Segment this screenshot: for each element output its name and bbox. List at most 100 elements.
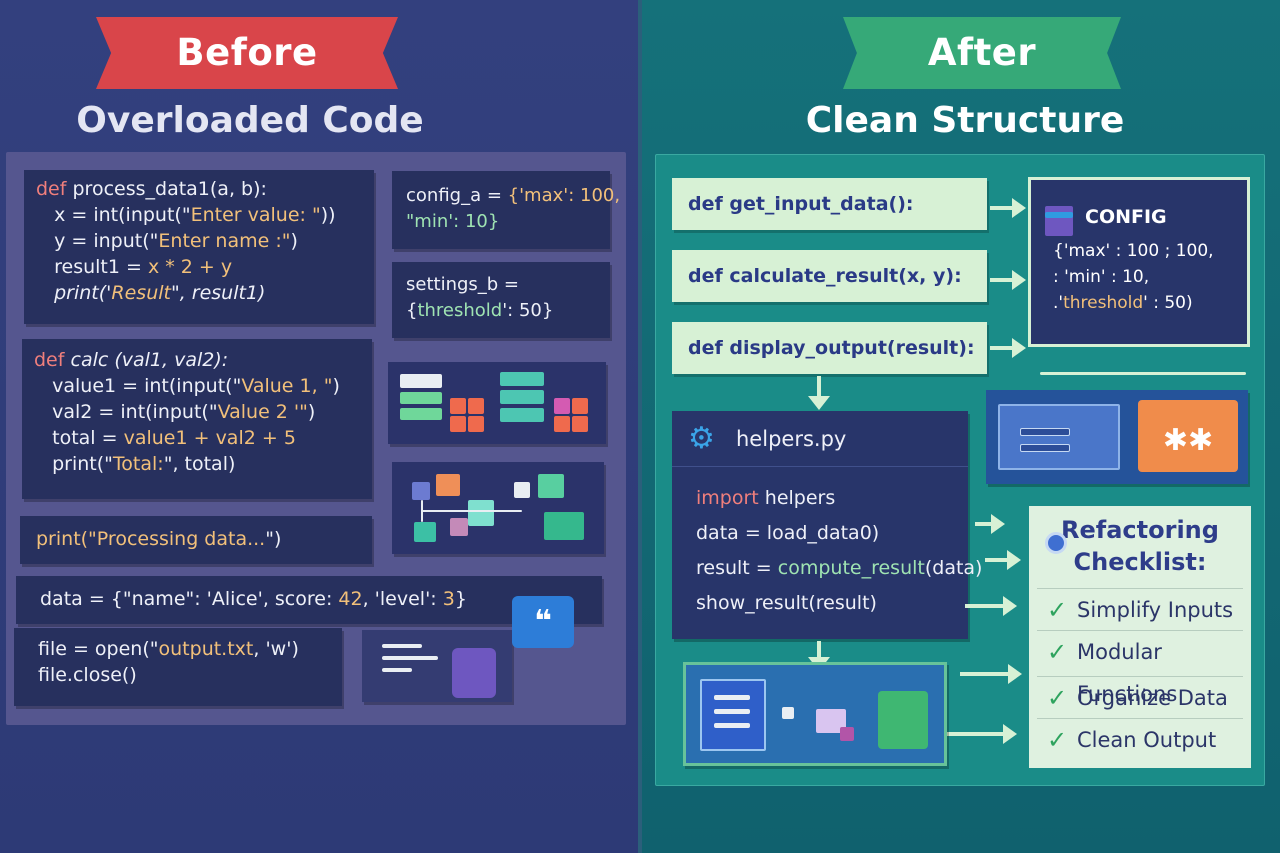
after-subtitle: Clean Structure: [805, 100, 1125, 141]
code-text: show_result(result): [696, 592, 877, 614]
text-line-icon: [382, 668, 412, 672]
grid-icon: [450, 398, 466, 414]
window-folder-tile: ✱✱: [986, 390, 1248, 484]
code-text: ): [307, 401, 316, 423]
refactoring-checklist: Refactoring Checklist: ✓Simplify Inputs …: [1029, 506, 1251, 768]
mail-icon: [544, 512, 584, 540]
checklist-item-label: Clean Output: [1077, 728, 1217, 752]
code-block-data-dict: data = {"name": 'Alice', score: 42, 'lev…: [16, 576, 602, 624]
arrow-right-icon: [960, 664, 1022, 684]
checklist-item: ✓Clean Output: [1037, 718, 1243, 760]
expression: x * 2 + y: [147, 256, 233, 278]
arrow-right-icon: [990, 270, 1026, 290]
node-icon: [782, 707, 794, 719]
code-text: ", total): [163, 453, 236, 475]
grid-icon: [468, 398, 484, 414]
function-call: compute_result: [777, 557, 925, 579]
node-icon: [412, 482, 430, 500]
config-title: CONFIG: [1085, 206, 1167, 228]
arrow-right-icon: [965, 596, 1017, 616]
code-text: {: [406, 300, 418, 321]
grid-icon: [468, 416, 484, 432]
text-field-icon: [1020, 428, 1070, 436]
code-text: config_a =: [406, 185, 508, 206]
checklist-item: ✓Modular Functions: [1037, 630, 1243, 706]
code-block-print: print("Processing data..."): [20, 516, 372, 564]
clock-icon: [1045, 532, 1067, 554]
code-text: , 'w'): [253, 638, 299, 660]
code-text: print(": [34, 453, 113, 475]
code-text: data = {"name": 'Alice', score:: [40, 588, 339, 610]
table-icon: [500, 372, 544, 386]
code-text: data = load_data0): [696, 522, 880, 544]
config-text: {'max' : 100 ; 100, : 'min' : 10, .': [1053, 241, 1214, 313]
list-icon: [400, 374, 442, 388]
string-literal: {'max': 100,: [507, 185, 621, 206]
code-text: file.close(): [38, 664, 137, 686]
checklist-item-label: Simplify Inputs: [1077, 598, 1234, 622]
node-icon: [450, 518, 468, 536]
text-line-icon: [714, 723, 750, 728]
grid-icon: [450, 416, 466, 432]
text-line-icon: [714, 709, 750, 714]
checklist-item: ✓Organize Data: [1037, 676, 1243, 718]
node-icon: [840, 727, 854, 741]
text-line-icon: [382, 656, 438, 660]
string-literal: threshold: [417, 300, 503, 321]
arrow-right-icon: [945, 724, 1017, 744]
checklist-item: ✓ Simplify Inputs: [1037, 588, 1243, 630]
code-text: x = int(input(": [36, 204, 191, 226]
arrow-right-icon: [990, 198, 1026, 218]
code-text: file = open(": [38, 638, 159, 660]
arrow-right-icon: [975, 514, 1005, 534]
node-icon: [514, 482, 530, 498]
helpers-code: import helpers data = load_data0) result…: [672, 467, 982, 621]
node-icon: [436, 474, 460, 496]
checkmark-icon: ✓: [1047, 596, 1068, 624]
arrow-right-icon: [990, 338, 1026, 358]
code-text: "min': 10}: [406, 211, 500, 232]
code-text: print(": [36, 528, 97, 550]
table-icon-row: [500, 390, 544, 404]
code-text: ': 50}: [502, 300, 554, 321]
node-icon: [538, 474, 564, 498]
code-text: print(': [36, 282, 112, 304]
text-line-icon: [382, 644, 422, 648]
string-literal: Value 2 '": [217, 401, 308, 423]
code-block-process-data: def process_data1(a, b): x = int(input("…: [24, 170, 374, 324]
config-body: {'max' : 100 ; 100, : 'min' : 10, .'thre…: [1045, 238, 1233, 316]
grid-icon: [554, 416, 570, 432]
checklist-item-label: Modular Functions: [1077, 640, 1178, 706]
return-line: [1040, 372, 1246, 375]
share-icon: [452, 648, 496, 698]
checklist-title: Refactoring Checklist:: [1029, 506, 1251, 578]
function-display-output: def display_output(result):: [672, 322, 987, 374]
string-literal: Enter value: ": [190, 204, 321, 226]
number-literal: 3: [442, 588, 455, 610]
layout-icons-tile: [388, 362, 606, 444]
code-text: "): [265, 528, 282, 550]
arrow-down-icon: [808, 376, 830, 410]
code-text: (data): [924, 557, 983, 579]
before-subtitle: Overloaded Code: [76, 100, 424, 141]
text-line-icon: [714, 695, 750, 700]
node-icon: [468, 500, 494, 526]
code-text: helpers: [758, 487, 836, 509]
checklist-item-label: Organize Data: [1077, 686, 1228, 710]
grid-icon: [572, 416, 588, 432]
divider: [638, 0, 642, 853]
string-literal: Value 1, ": [241, 375, 333, 397]
code-text: total =: [34, 427, 124, 449]
function-calculate-result: def calculate_result(x, y):: [672, 250, 987, 302]
string-literal: Total:: [112, 453, 164, 475]
list-icon-row: [400, 408, 442, 420]
string-literal: Processing data...: [96, 528, 266, 550]
arrow-down-icon: [808, 641, 830, 671]
code-text: val2 = int(input(": [34, 401, 218, 423]
chat-bubble-icon: ❝: [512, 596, 574, 648]
spreadsheet-icon: [878, 691, 928, 749]
table-icon-row: [500, 408, 544, 422]
code-text: ", result1): [170, 282, 266, 304]
config-box: CONFIG {'max' : 100 ; 100, : 'min' : 10,…: [1028, 177, 1250, 347]
code-text: process_data1(a, b):: [66, 178, 267, 200]
